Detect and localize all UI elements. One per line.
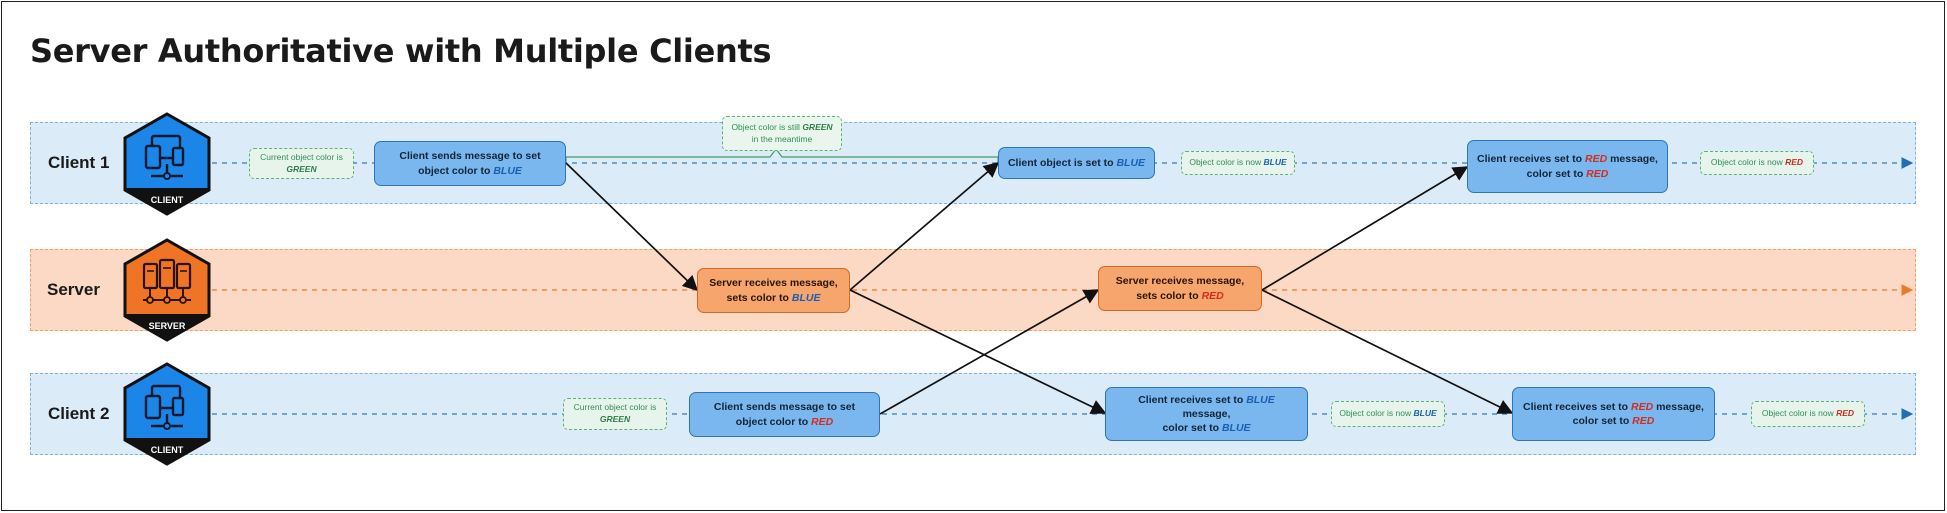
c1-receive-red-box: Client receives set to RED message,color… <box>1467 140 1668 193</box>
arrow-c1-send-to-server <box>565 162 699 292</box>
c1-send-message-box: Client sends message to set object color… <box>374 141 566 186</box>
arrow-server-to-c1-set <box>849 162 1000 291</box>
client-badge-label-1: CLIENT <box>151 195 184 205</box>
c2-receive-red-box: Client receives set to RED message,color… <box>1512 387 1715 441</box>
arrow-server-to-c1-recv-red <box>1261 166 1469 291</box>
c1-note-now-red: Object color is now RED <box>1700 151 1814 175</box>
diagram-title: Server Authoritative with Multiple Clien… <box>30 32 772 70</box>
server-rack-icon: SERVER <box>123 238 211 342</box>
callout-bracket <box>565 148 999 163</box>
arrow-c2-send-to-server <box>879 289 1100 415</box>
c2-note-now-red: Object color is now RED <box>1751 401 1865 427</box>
arrow-server-to-c2-recv-blue <box>849 289 1107 414</box>
c2-send-message-box: Client sends message to set object color… <box>689 392 880 437</box>
c2-note-now-blue: Object color is now BLUE <box>1331 401 1445 427</box>
lane-label-client-1: Client 1 <box>48 153 110 172</box>
c1-object-set-box: Client object is set to BLUE <box>998 147 1155 179</box>
client-device-icon: CLIENT <box>123 362 211 466</box>
server-badge-label: SERVER <box>149 321 186 331</box>
lane-label-client-2: Client 2 <box>48 404 110 423</box>
client-device-icon: CLIENT <box>123 112 211 216</box>
server-receive-red-box: Server receives message,sets color to RE… <box>1098 266 1262 311</box>
client-badge-label-2: CLIENT <box>151 445 184 455</box>
c2-receive-blue-box: Client receives set to BLUE message,colo… <box>1105 387 1308 441</box>
arrow-server-to-c2-recv-red <box>1261 289 1514 414</box>
lane-label-server: Server <box>47 280 100 299</box>
c1-note-now-blue: Object color is now BLUE <box>1181 151 1295 175</box>
server-receive-blue-box: Server receives message,sets color to BL… <box>697 268 850 313</box>
